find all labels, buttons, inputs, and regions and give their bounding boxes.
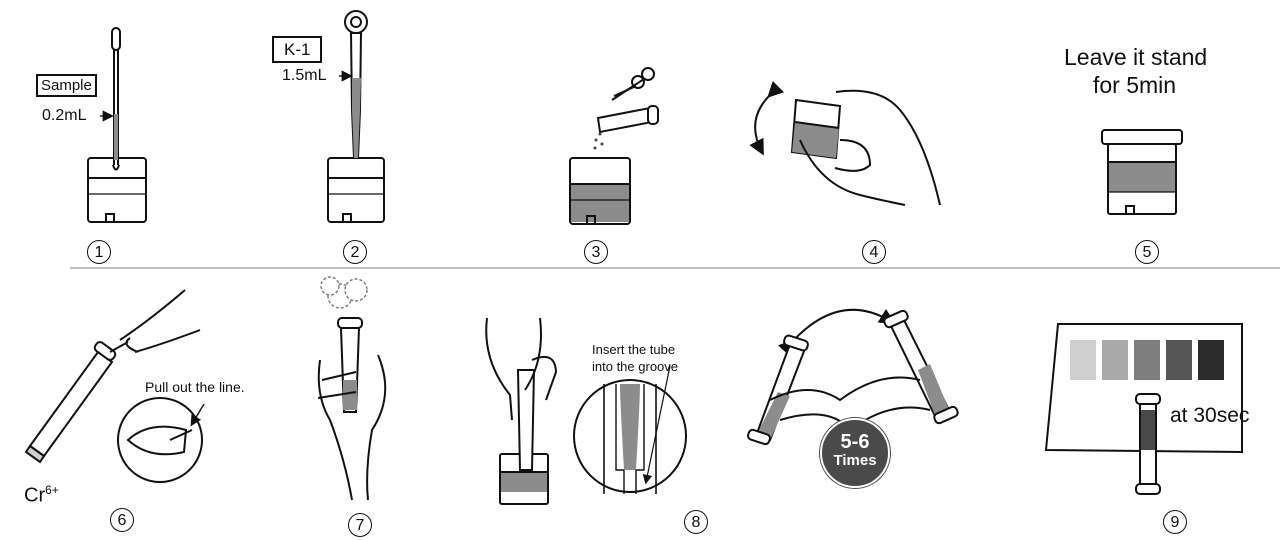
rotate-arrow-icon bbox=[749, 80, 785, 156]
step2-reagent-label: K-1 bbox=[272, 36, 323, 63]
step9-illustration bbox=[1044, 323, 1243, 495]
color-swatch-1 bbox=[1070, 340, 1096, 380]
step5-number: 5 bbox=[1135, 240, 1159, 264]
step9-number: 9 bbox=[1163, 510, 1187, 534]
step1-volume-label: 0.2mL bbox=[42, 107, 87, 124]
step5-caption-line2: for 5min bbox=[1093, 72, 1177, 98]
test-tube-icon bbox=[1135, 393, 1161, 495]
shake-unit: Times bbox=[833, 452, 877, 469]
step6-ion-base: Cr bbox=[24, 484, 46, 507]
reagent-tube-icon bbox=[596, 105, 659, 134]
cup-icon bbox=[327, 157, 385, 223]
step1-illustration bbox=[87, 27, 147, 223]
step3-number: 3 bbox=[584, 240, 608, 264]
zoom-circle-icon bbox=[573, 365, 687, 494]
step2-illustration bbox=[327, 10, 385, 223]
scissors-icon bbox=[611, 67, 655, 101]
shake-illustration bbox=[747, 308, 959, 446]
step4-illustration bbox=[749, 80, 941, 206]
cup-icon bbox=[569, 157, 631, 225]
hand-icon bbox=[485, 317, 558, 421]
step8-number: 8 bbox=[684, 510, 708, 534]
hand-icon bbox=[317, 354, 387, 501]
step3-illustration bbox=[569, 67, 659, 225]
powder-icon bbox=[593, 132, 604, 150]
test-tube-icon bbox=[747, 334, 809, 446]
step6-ion-charge: 6+ bbox=[45, 483, 59, 497]
swing-arrow-icon bbox=[777, 308, 896, 357]
color-swatch-3 bbox=[1134, 340, 1160, 380]
step9-time-label: at 30sec bbox=[1170, 404, 1250, 427]
step5-caption-line1: Leave it stand bbox=[1064, 44, 1208, 70]
color-swatch-2 bbox=[1102, 340, 1128, 380]
color-swatches bbox=[1070, 340, 1224, 380]
pipette-icon bbox=[344, 10, 368, 159]
step2-volume-label: 1.5mL bbox=[282, 67, 327, 84]
test-tube-icon bbox=[337, 317, 363, 413]
shake-count-badge: 5-6 Times bbox=[820, 418, 890, 488]
hand-icon bbox=[119, 289, 201, 353]
step2-number: 2 bbox=[343, 240, 367, 264]
steam-icon bbox=[320, 276, 368, 309]
step1-sample-label: Sample bbox=[36, 74, 97, 97]
covered-cup-icon bbox=[1101, 129, 1183, 215]
step8-note-line1: Insert the tube bbox=[592, 342, 676, 357]
step6-ion-label: Cr6+ bbox=[24, 484, 59, 506]
test-tube-icon bbox=[516, 369, 536, 471]
hand-icon bbox=[799, 89, 941, 206]
cup-icon bbox=[790, 98, 842, 160]
step8-illustration bbox=[485, 317, 687, 505]
step6-note: Pull out the line. bbox=[145, 379, 245, 395]
step6-number: 6 bbox=[110, 508, 134, 532]
zoom-circle-icon bbox=[117, 397, 205, 483]
color-swatch-5 bbox=[1198, 340, 1224, 380]
step5-illustration bbox=[1101, 129, 1183, 215]
test-tube-icon bbox=[883, 309, 959, 425]
step7-illustration bbox=[317, 276, 387, 501]
shake-count: 5-6 bbox=[840, 431, 870, 453]
pipette-icon bbox=[111, 27, 121, 171]
test-tube-icon bbox=[24, 341, 129, 464]
cup-icon bbox=[87, 157, 147, 223]
step6-illustration bbox=[24, 289, 205, 483]
step1-number: 1 bbox=[87, 240, 111, 264]
step8-note-line2: into the groove bbox=[592, 359, 679, 374]
color-swatch-4 bbox=[1166, 340, 1192, 380]
step7-number: 7 bbox=[348, 513, 372, 537]
step4-number: 4 bbox=[862, 240, 886, 264]
